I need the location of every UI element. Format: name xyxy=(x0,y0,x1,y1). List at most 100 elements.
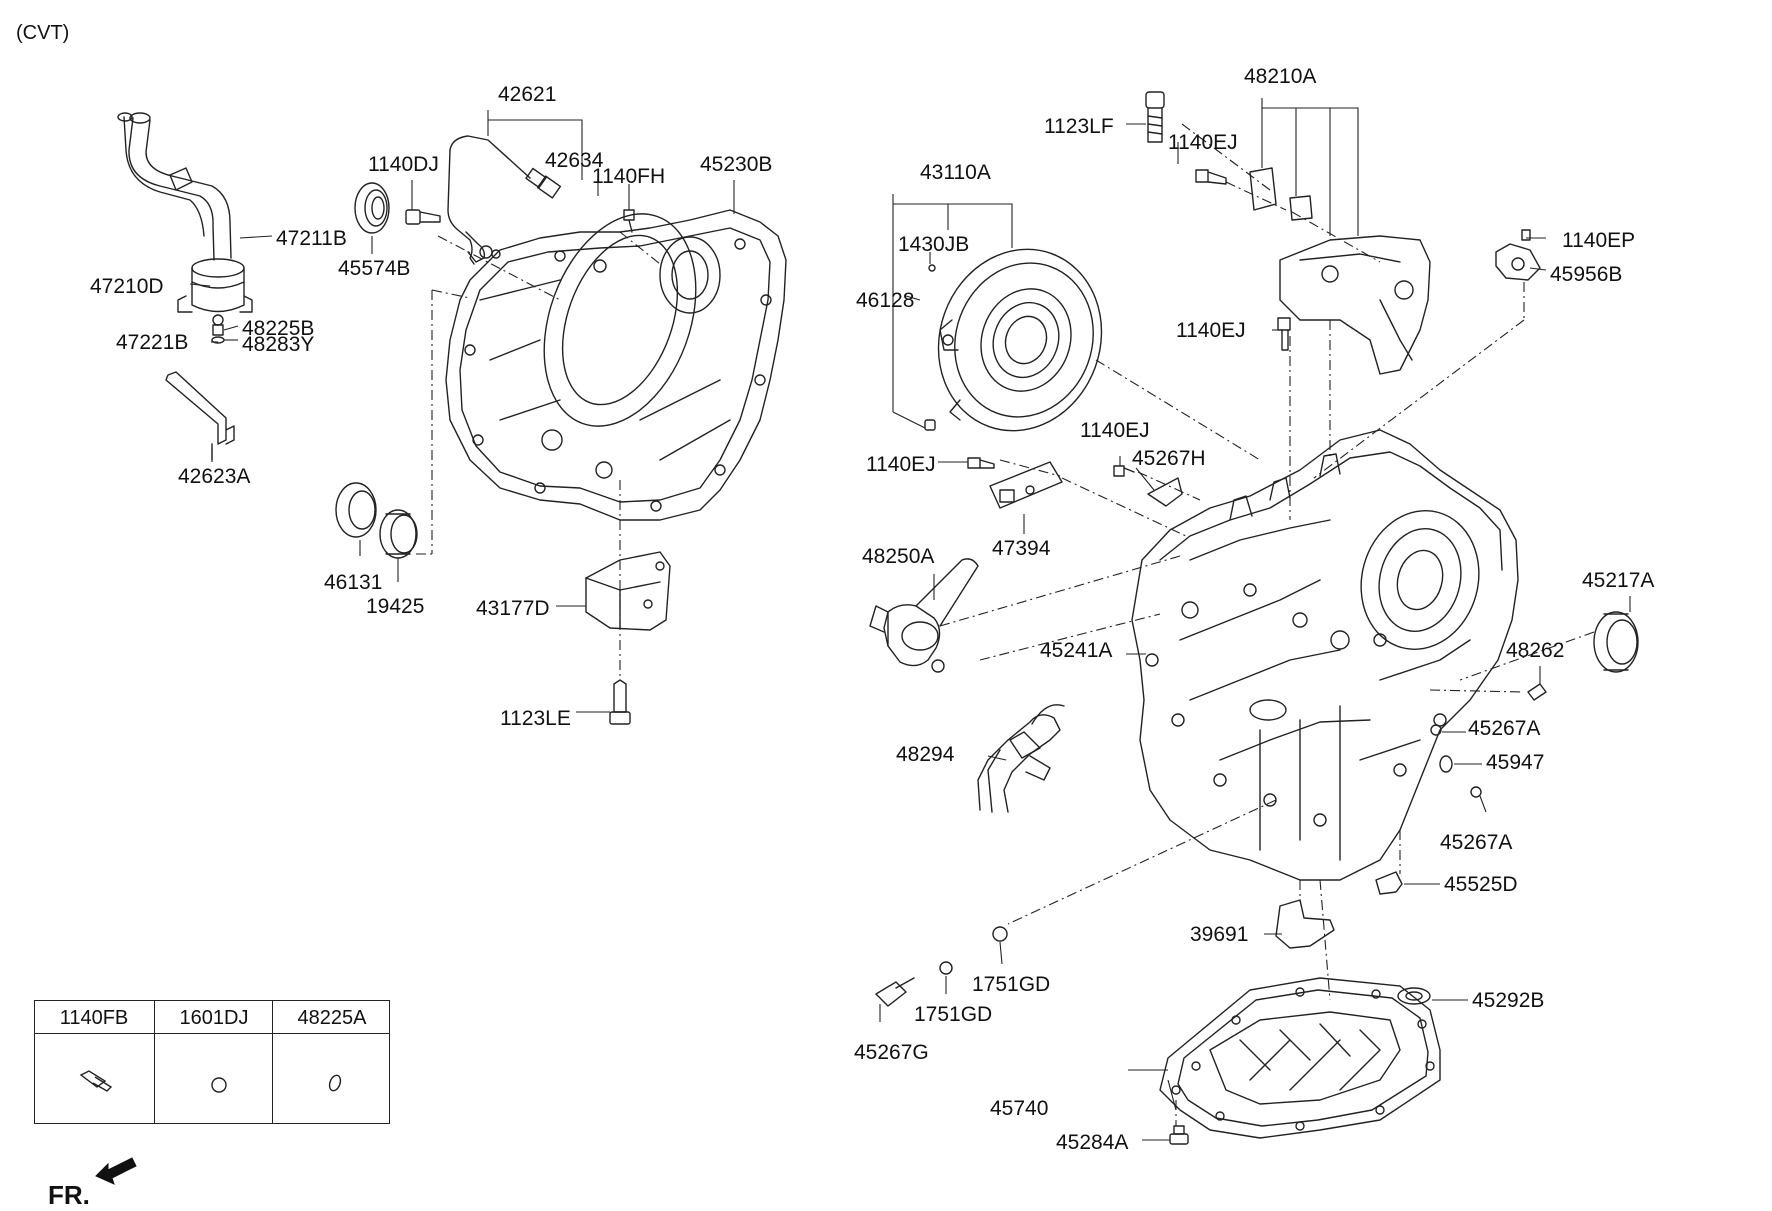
ring-icon[interactable] xyxy=(211,1077,227,1093)
label-43110a[interactable]: 43110A xyxy=(920,161,991,184)
washer-45947[interactable] xyxy=(1439,755,1453,773)
bolt-1140ej-top[interactable] xyxy=(1195,169,1227,185)
label-42621[interactable]: 42621 xyxy=(498,83,557,106)
label-1430jb[interactable]: 1430JB xyxy=(898,233,970,256)
converter-housing-45230b[interactable] xyxy=(445,193,787,521)
label-45241a[interactable]: 45241A xyxy=(1040,639,1113,662)
washer-1751gd-left[interactable] xyxy=(939,961,953,975)
label-45947[interactable]: 45947 xyxy=(1486,751,1545,774)
plug-45267a-lower[interactable] xyxy=(1470,786,1482,798)
bolt-1140dj[interactable] xyxy=(405,209,441,225)
bracket-42623a[interactable] xyxy=(165,371,235,461)
oring-48262[interactable] xyxy=(1527,683,1547,701)
plug-45267a-upper[interactable] xyxy=(1430,724,1442,736)
label-19425[interactable]: 19425 xyxy=(366,595,425,618)
washer-1751gd-right[interactable] xyxy=(992,926,1008,942)
pin-1430jb[interactable] xyxy=(928,264,936,272)
drain-plug-45267g[interactable] xyxy=(875,977,915,1007)
label-1140ep[interactable]: 1140EP xyxy=(1562,229,1636,252)
label-1140dj[interactable]: 1140DJ xyxy=(368,153,439,176)
label-42623a[interactable]: 42623A xyxy=(178,465,251,488)
label-1140fh[interactable]: 1140FH xyxy=(592,165,666,188)
bolt-1123lf[interactable] xyxy=(1145,91,1165,143)
label-48225b[interactable]: 48225B xyxy=(242,317,315,340)
label-45267g[interactable]: 45267G xyxy=(854,1041,929,1064)
label-45267a-upper[interactable]: 45267A xyxy=(1468,717,1541,740)
plate-47394[interactable] xyxy=(989,461,1063,509)
bolt-1140ej-right[interactable] xyxy=(1113,465,1135,477)
bracket-39691[interactable] xyxy=(1275,899,1335,949)
label-1123lf[interactable]: 1123LF xyxy=(1044,115,1114,138)
front-direction-label: FR. xyxy=(48,1180,90,1210)
sensor-harness-42621[interactable] xyxy=(447,135,562,265)
legend-header-48225a[interactable]: 48225A xyxy=(297,1007,367,1029)
label-47221b[interactable]: 47221B xyxy=(116,331,189,354)
manual-shaft-48250a[interactable] xyxy=(869,558,979,673)
label-42634[interactable]: 42634 xyxy=(545,149,604,172)
label-45267h[interactable]: 45267H xyxy=(1132,447,1206,470)
seal-46131[interactable] xyxy=(335,482,377,538)
label-46128[interactable]: 46128 xyxy=(856,289,915,312)
plug-46128[interactable] xyxy=(924,419,936,431)
legend-header-1601dj[interactable]: 1601DJ xyxy=(179,1007,249,1029)
oil-pump-43110a[interactable] xyxy=(913,226,1126,454)
label-1140ej-left[interactable]: 1140EJ xyxy=(866,453,936,476)
bolt-icon[interactable] xyxy=(79,1070,113,1092)
control-valve-48210a[interactable] xyxy=(1249,167,1431,375)
legend-header-row xyxy=(35,1001,389,1034)
label-45956b[interactable]: 45956B xyxy=(1550,263,1623,286)
legend-table: 1140FB 1601DJ 48225A xyxy=(34,1000,390,1124)
label-48262[interactable]: 48262 xyxy=(1506,639,1565,662)
label-45217a[interactable]: 45217A xyxy=(1582,569,1655,592)
label-1140ej-top[interactable]: 1140EJ xyxy=(1168,131,1238,154)
label-48210a[interactable]: 48210A xyxy=(1244,65,1317,88)
fitting-48225b[interactable] xyxy=(211,324,225,344)
bolt-1140ej-center[interactable] xyxy=(1277,317,1291,351)
bolt-1140fh[interactable] xyxy=(623,209,635,233)
magnet-45292b[interactable] xyxy=(1397,987,1431,1005)
label-45230b[interactable]: 45230B xyxy=(700,153,773,176)
label-39691[interactable]: 39691 xyxy=(1190,923,1249,946)
front-arrow-icon xyxy=(95,1157,137,1185)
hose-47211b[interactable] xyxy=(117,112,232,261)
bolt-1123le[interactable] xyxy=(609,679,631,725)
label-1751gd-right[interactable]: 1751GD xyxy=(972,973,1051,996)
label-1751gd-left[interactable]: 1751GD xyxy=(914,1003,993,1026)
bearing-race-19425[interactable] xyxy=(379,509,418,559)
seal-45574b[interactable] xyxy=(354,182,390,234)
label-48294[interactable]: 48294 xyxy=(896,743,955,766)
hose-48294[interactable] xyxy=(977,704,1065,813)
label-45267a-lower[interactable]: 45267A xyxy=(1440,831,1513,854)
bolt-45284a[interactable] xyxy=(1169,1125,1189,1145)
bracket-43177d[interactable] xyxy=(585,551,671,631)
label-1123le[interactable]: 1123LE xyxy=(500,707,571,730)
transaxle-case-45241a[interactable] xyxy=(1131,429,1519,881)
sensor-45956b[interactable] xyxy=(1495,229,1541,281)
legend-header-1140fb[interactable]: 1140FB xyxy=(59,1007,129,1029)
label-47211b[interactable]: 47211B xyxy=(276,227,347,250)
label-46131[interactable]: 46131 xyxy=(324,571,383,594)
label-45525d[interactable]: 45525D xyxy=(1444,873,1518,896)
cooler-47210d[interactable] xyxy=(177,258,253,326)
seal-45217a[interactable] xyxy=(1593,611,1639,673)
label-48250a[interactable]: 48250A xyxy=(862,545,935,568)
label-47210d[interactable]: 47210D xyxy=(90,275,164,298)
label-48283y[interactable]: 48283Y xyxy=(242,333,315,356)
label-1140ej-right[interactable]: 1140EJ xyxy=(1080,419,1150,442)
label-45292b[interactable]: 45292B xyxy=(1472,989,1545,1012)
label-43177d[interactable]: 43177D xyxy=(476,597,550,620)
oval-seal-icon[interactable] xyxy=(328,1074,343,1092)
label-45740[interactable]: 45740 xyxy=(990,1097,1049,1120)
label-1140ej-center[interactable]: 1140EJ xyxy=(1176,319,1246,342)
label-45284a[interactable]: 45284A xyxy=(1056,1131,1129,1154)
bolt-1140ej-left[interactable] xyxy=(967,457,995,469)
diagram-title: (CVT) xyxy=(16,22,70,44)
legend-icons xyxy=(79,1070,343,1093)
clip-45525d[interactable] xyxy=(1375,871,1403,895)
label-45574b[interactable]: 45574B xyxy=(338,257,411,280)
bracket-45267h[interactable] xyxy=(1147,477,1183,507)
oil-pan-45740[interactable] xyxy=(1159,977,1441,1139)
label-47394[interactable]: 47394 xyxy=(992,537,1051,560)
legend-column-1 xyxy=(35,1001,155,1123)
